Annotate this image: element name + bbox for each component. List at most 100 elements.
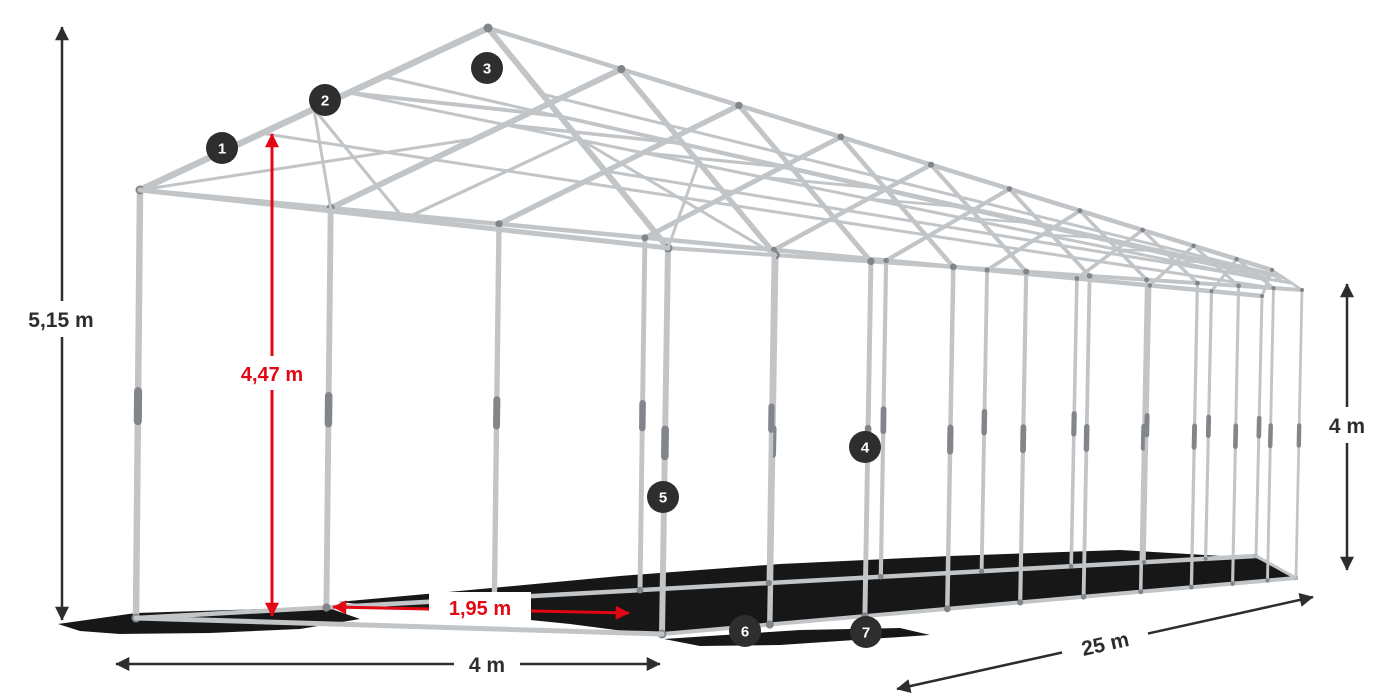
ridge-height-label: 5,15 m xyxy=(28,309,93,332)
frame-tube xyxy=(1140,423,1147,451)
frame-joint xyxy=(1017,599,1024,606)
frame-joint xyxy=(1189,584,1194,590)
frame-joint xyxy=(927,161,935,168)
frame-tube xyxy=(1075,228,1145,281)
frame-joint xyxy=(1138,589,1144,595)
frame-tube xyxy=(1270,268,1304,292)
frame-joint xyxy=(1144,277,1150,283)
frame-joint xyxy=(1147,283,1153,288)
frame-joint xyxy=(949,263,957,271)
frame-tube xyxy=(641,151,794,170)
frame-tube xyxy=(771,162,934,253)
frame-tube xyxy=(1260,268,1274,298)
frame-tube xyxy=(260,131,1267,289)
frame-tube xyxy=(133,615,665,637)
dimension-inner-height: 4,47 m xyxy=(219,133,325,617)
marker-number: 1 xyxy=(218,141,226,158)
frame-joint xyxy=(735,101,743,110)
frame-joint xyxy=(636,586,644,594)
bay-spacing-label-bg xyxy=(429,592,531,622)
bay-spacing-label: 1,95 m xyxy=(449,598,511,620)
frame-joint xyxy=(1230,581,1235,586)
marker-circle xyxy=(471,52,503,84)
frame-tube xyxy=(382,75,1271,280)
frame-joint xyxy=(1074,276,1080,281)
frame-joint xyxy=(1191,243,1196,249)
marker-number: 5 xyxy=(659,490,667,507)
frame-joint xyxy=(765,579,772,587)
inner-height-label: 4,47 m xyxy=(241,364,303,386)
dimension-width: 4 m xyxy=(115,646,661,682)
feature-marker-2[interactable]: 2 xyxy=(309,84,341,116)
frame-joint xyxy=(641,234,649,242)
marker-circle xyxy=(647,481,679,513)
frame-tube xyxy=(503,122,685,146)
frame-tube xyxy=(1115,248,1166,253)
frame-joint xyxy=(1234,257,1239,262)
frame-tube xyxy=(1191,423,1198,450)
frame-tube xyxy=(666,160,700,250)
marker-circle xyxy=(729,615,761,647)
frame-tube xyxy=(1148,244,1196,288)
frame-joint xyxy=(1270,268,1274,272)
frame-joint xyxy=(837,133,845,141)
marker-number: 2 xyxy=(321,93,329,110)
frame-joint xyxy=(1068,563,1074,569)
frame-tube xyxy=(138,137,478,192)
feature-marker-1[interactable]: 1 xyxy=(206,132,238,164)
frame-tube xyxy=(1225,269,1253,274)
frame-joint xyxy=(483,23,493,33)
frame-joint xyxy=(1195,280,1200,286)
frame-tube xyxy=(1192,244,1241,288)
frame-tube xyxy=(1041,233,1108,240)
frame-tube xyxy=(985,208,1082,272)
frame-joint xyxy=(765,620,774,629)
dimensions: 5,15 m 4,47 m 4 m 4 m 2 xyxy=(8,26,1376,693)
frame-joint xyxy=(1265,578,1270,583)
frame-tube xyxy=(312,107,333,210)
marker-number: 3 xyxy=(483,61,491,78)
frame-joint xyxy=(943,605,951,613)
dimension-ridge-height: 5,15 m xyxy=(8,26,114,621)
feature-marker-5[interactable]: 5 xyxy=(647,481,679,513)
feature-markers: 1 2 3 4 5 6 7 xyxy=(206,52,882,648)
frame-joint xyxy=(617,65,626,74)
frame-joint xyxy=(867,257,875,266)
frame-joint xyxy=(1271,286,1276,291)
feature-marker-6[interactable]: 6 xyxy=(729,615,761,647)
frame-tube xyxy=(402,136,580,221)
frame-tube xyxy=(1140,228,1200,285)
frame-joint xyxy=(1141,559,1147,565)
length-label-bg xyxy=(1058,615,1152,669)
feature-marker-4[interactable]: 4 xyxy=(849,431,881,463)
width-label: 4 m xyxy=(469,654,505,677)
frame-tube xyxy=(1267,423,1273,449)
width-label-bg xyxy=(454,646,520,682)
feature-marker-3[interactable]: 3 xyxy=(471,52,503,84)
marker-number: 7 xyxy=(862,625,870,642)
frame-tube xyxy=(884,186,1012,263)
marker-circle xyxy=(850,616,882,648)
frame-joint xyxy=(1140,227,1145,233)
frame-tube xyxy=(760,175,888,191)
frame-joint xyxy=(1023,268,1030,275)
frame-tube xyxy=(1078,208,1149,282)
side-height-label: 4 m xyxy=(1329,415,1365,438)
dimension-side-height: 4 m xyxy=(1318,283,1376,571)
feature-marker-7[interactable]: 7 xyxy=(850,616,882,648)
frame-tube xyxy=(1254,554,1298,580)
frame-tube xyxy=(866,197,971,209)
dimension-bay-spacing: 1,95 m xyxy=(332,592,630,622)
frame-joint xyxy=(1086,273,1093,279)
frame-tube xyxy=(736,102,874,264)
frame-joint xyxy=(1260,294,1264,298)
marker-circle xyxy=(206,132,238,164)
ridge-height-label-bg xyxy=(8,301,114,337)
marker-number: 4 xyxy=(861,440,870,457)
frame-joint xyxy=(1077,208,1083,214)
frame-joint xyxy=(878,574,884,580)
marker-number: 6 xyxy=(741,624,749,641)
frame-joint xyxy=(1300,288,1304,292)
